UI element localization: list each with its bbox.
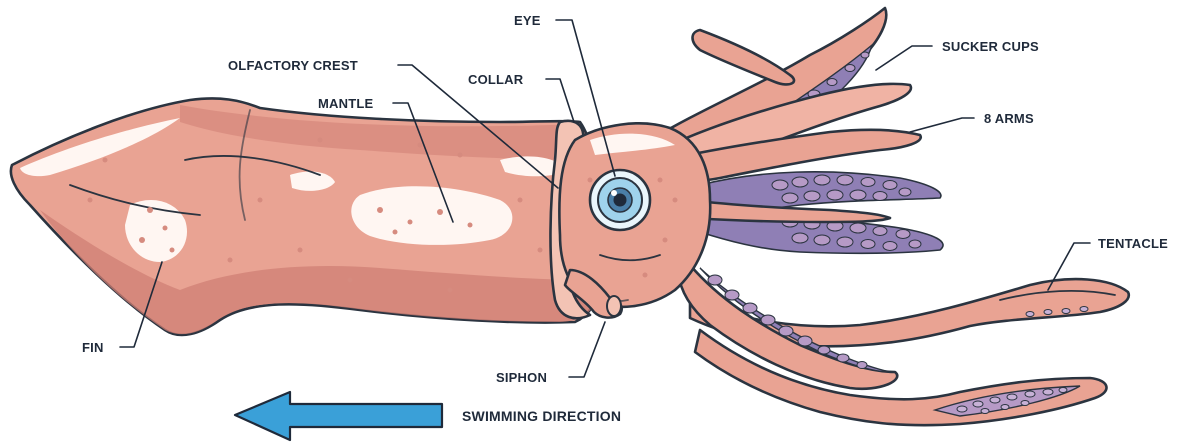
label-swimming-direction: SWIMMING DIRECTION — [462, 408, 621, 424]
squid-illustration — [11, 8, 1129, 425]
eye — [590, 170, 650, 230]
label-tentacle: TENTACLE — [1098, 236, 1168, 251]
label-olfactory-crest: OLFACTORY CREST — [228, 58, 358, 73]
mantle-body — [11, 98, 602, 335]
label-sucker-cups: SUCKER CUPS — [942, 39, 1039, 54]
leader-8-arms — [910, 118, 974, 132]
label-siphon: SIPHON — [496, 370, 547, 385]
arrow-left-icon — [235, 392, 442, 440]
label-mantle: MANTLE — [318, 96, 373, 111]
swimming-direction-arrow — [235, 392, 442, 440]
label-8-arms: 8 ARMS — [984, 111, 1034, 126]
label-collar: COLLAR — [468, 72, 524, 87]
label-fin: FIN — [82, 340, 104, 355]
middle-arms — [690, 172, 943, 253]
label-eye: EYE — [514, 13, 541, 28]
leader-siphon — [569, 322, 605, 377]
leader-collar — [546, 79, 574, 122]
leader-sucker-cups — [876, 46, 932, 70]
